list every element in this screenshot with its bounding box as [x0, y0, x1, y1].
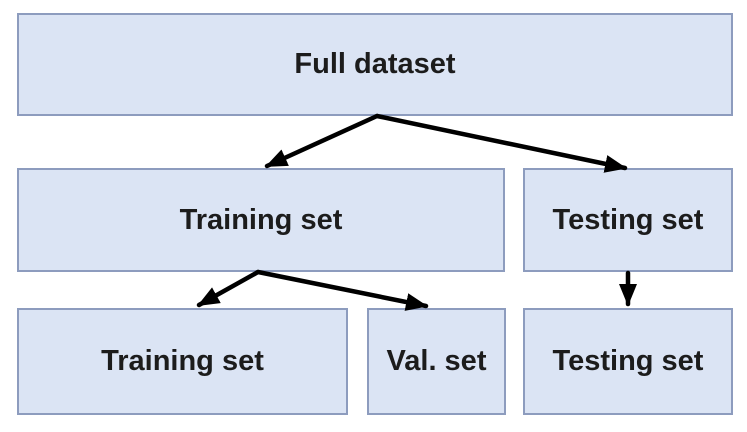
node-testing-set-level2-label: Testing set [552, 345, 704, 377]
node-val-set: Val. set [367, 308, 506, 415]
node-testing-set-level2: Testing set [523, 308, 733, 415]
node-testing-set-level1: Testing set [523, 168, 733, 272]
node-val-set-label: Val. set [386, 345, 487, 377]
arrow-full-to-training-icon [264, 113, 380, 169]
node-training-set-level2: Training set [17, 308, 348, 415]
node-training-set-level1-label: Training set [179, 203, 343, 236]
node-training-set-level1: Training set [17, 168, 505, 272]
node-full-dataset-label: Full dataset [294, 48, 456, 80]
node-testing-set-level1-label: Testing set [552, 203, 704, 236]
node-training-set-level2-label: Training set [101, 345, 264, 377]
node-full-dataset: Full dataset [17, 13, 733, 116]
arrow-training-to-val-icon [255, 269, 429, 311]
arrow-training-to-training-icon [196, 269, 261, 308]
arrow-full-to-testing-icon [374, 113, 628, 173]
